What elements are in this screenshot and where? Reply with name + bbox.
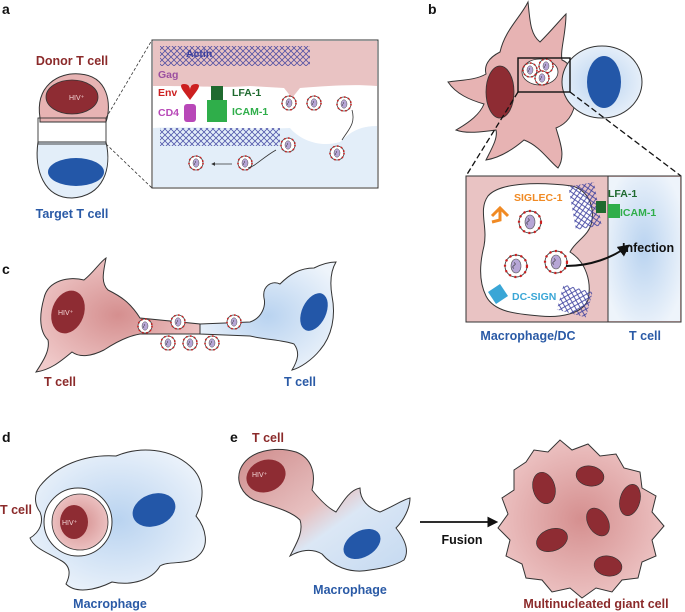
panel-d: d HIV⁺ T cell Macrophage (0, 429, 206, 611)
synapse-inset: Actin Gag Env CD4 LFA-1 ICAM-1 (151, 39, 379, 189)
b-zoom-line-right (569, 91, 682, 177)
cd4-label: CD4 (158, 107, 179, 119)
virion (226, 314, 242, 330)
donor-t-cell-label: Donor T cell (36, 54, 108, 68)
release-arrow (341, 109, 354, 141)
siglec-1-label: SIGLEC-1 (514, 192, 563, 204)
virion (182, 335, 198, 351)
target-t-cell-label: Target T cell (36, 207, 109, 221)
giant-nucleus (536, 528, 568, 552)
panel-b: b (428, 0, 682, 343)
donor-nucleus (45, 79, 99, 115)
lfa1-protein (211, 86, 223, 100)
macrophage-dc-label: Macrophage/DC (480, 329, 575, 343)
virion (188, 155, 204, 171)
d-macrophage-nucleus (132, 493, 176, 527)
panel-e: e T cell HIV⁺ Macrophage Fusion Multinuc… (230, 429, 669, 611)
giant-nucleus (575, 465, 605, 487)
giant-nucleus (532, 471, 556, 505)
donor-hiv-label: HIV⁺ (69, 95, 85, 102)
b-icam1-protein (608, 204, 620, 218)
lfa1-label: LFA-1 (232, 87, 261, 99)
d-macrophage-label: Macrophage (73, 597, 147, 611)
c-left-t-cell (34, 256, 201, 373)
virion (237, 155, 253, 171)
c-right-t-cell-label: T cell (284, 375, 316, 389)
icam1-protein (207, 100, 227, 122)
giant-nucleus (619, 484, 641, 516)
synapse-box (37, 117, 107, 145)
b-zoom-line-left (465, 91, 519, 177)
panel-c-letter: c (2, 261, 10, 277)
virion (204, 335, 220, 351)
e-hiv-label: HIV⁺ (252, 472, 268, 479)
zoom-line-bottom (105, 143, 153, 189)
panel-b-letter: b (428, 1, 437, 17)
b-zoom-box (517, 57, 571, 93)
siglec-1-receptor (490, 205, 510, 224)
infection-arrow (565, 244, 630, 267)
panel-a: a Donor T cell HIV⁺ Target T cell (2, 1, 379, 221)
dc-sign-label: DC-SIGN (512, 291, 556, 303)
panel-e-letter: e (230, 429, 238, 445)
infection-label: Infection (622, 241, 674, 255)
b-t-nucleus (587, 56, 621, 108)
virion (329, 145, 345, 161)
virion (306, 95, 322, 111)
virion (160, 335, 176, 351)
d-hiv-label: HIV⁺ (62, 520, 78, 527)
c-right-nucleus (300, 293, 328, 331)
dc-sign-receptor (488, 284, 508, 304)
virion-budding (281, 95, 297, 111)
icam1-label: ICAM-1 (232, 106, 268, 118)
b-t-cell-label: T cell (629, 329, 661, 343)
c-left-t-cell-label: T cell (44, 375, 76, 389)
cd4-protein (184, 104, 196, 122)
b-inset: SIGLEC-1 LFA-1 ICAM-1 Infection DC-SIGN (465, 175, 682, 323)
virion (137, 318, 153, 334)
virion (170, 314, 186, 330)
fusion-label: Fusion (442, 533, 483, 547)
virion (336, 96, 352, 112)
d-t-cell-label: T cell (0, 503, 32, 517)
d-t-nucleus (60, 505, 88, 539)
virion (280, 137, 296, 153)
multinucleated-giant-cell (497, 439, 665, 599)
virion (534, 70, 550, 86)
giant-nucleus (586, 507, 610, 537)
c-left-nucleus (51, 290, 85, 334)
panel-a-letter: a (2, 1, 10, 17)
gag-label: Gag (158, 69, 178, 81)
target-nucleus (48, 158, 104, 186)
e-t-cell-label: T cell (252, 431, 284, 445)
e-t-nucleus (246, 459, 286, 493)
e-macrophage-label: Macrophage (313, 583, 387, 597)
b-lfa1-protein (596, 201, 606, 213)
virion (543, 249, 569, 275)
endocytosis-arrow (247, 149, 277, 169)
e-macrophage-nucleus (343, 528, 381, 560)
b-lfa1-label: LFA-1 (608, 188, 637, 200)
c-hiv-label: HIV⁺ (58, 310, 74, 317)
giant-cell-label: Multinucleated giant cell (523, 597, 668, 611)
panel-d-letter: d (2, 429, 11, 445)
dc-nucleus (485, 65, 515, 119)
zoom-line-top (105, 39, 153, 119)
b-icam1-label: ICAM-1 (620, 207, 656, 219)
env-protein (181, 84, 199, 100)
c-right-t-cell (199, 261, 337, 371)
panel-c: c HIV⁺ T cell T cell (2, 256, 337, 389)
env-label: Env (158, 87, 177, 99)
virion (503, 253, 529, 279)
giant-nucleus (593, 555, 623, 577)
virion (517, 209, 543, 235)
actin-label: Actin (186, 48, 212, 60)
